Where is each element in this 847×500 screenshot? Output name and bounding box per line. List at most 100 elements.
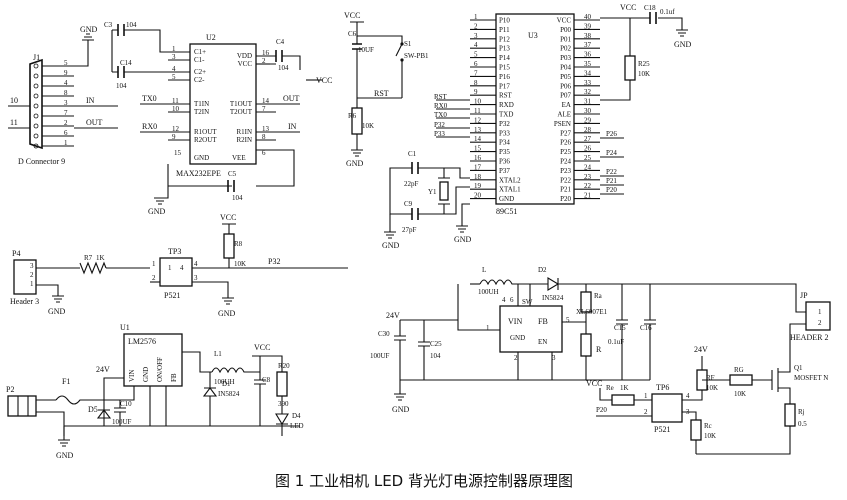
tp3-pin-number: 3 — [194, 274, 198, 282]
u1-pin-name: FB — [170, 373, 178, 382]
d4-value: LED — [290, 422, 304, 430]
u3-left-pin-name: P14 — [499, 54, 510, 62]
u3-right-pin-name: P27 — [560, 129, 571, 137]
ground-symbol — [394, 393, 406, 401]
boost-pin5: 5 — [566, 316, 570, 324]
u3-net-rst: RST — [434, 93, 448, 101]
u3-right-pin-name: P03 — [560, 54, 571, 62]
u3-net-p20: P20 — [606, 186, 617, 194]
j1-net-out: OUT — [86, 118, 103, 127]
capacitor-c3: C3 104 — [104, 21, 190, 72]
j1-pin-dot — [33, 123, 39, 129]
j1-pin-dot — [33, 73, 39, 79]
u3-left-pin-number: 8 — [474, 79, 478, 87]
u3-net-p24: P24 — [606, 149, 617, 157]
r25-ref: R25 — [638, 60, 650, 68]
j1-name: D Connector 9 — [18, 157, 65, 166]
u3-right-pin-name: P07 — [560, 92, 571, 100]
ground-symbol — [58, 439, 70, 447]
u1-pin-name: GND — [142, 367, 150, 382]
u3-left-pin-number: 12 — [474, 116, 482, 124]
u3-right-pin-number: 31 — [584, 98, 592, 106]
u3-ref: U3 — [528, 31, 538, 40]
u3-net-p22: P22 — [606, 168, 617, 176]
u2-left-pin-name: C2- — [194, 76, 205, 84]
f1-ref: F1 — [62, 377, 70, 386]
tp6-pin-number: 2 — [644, 408, 648, 416]
u3-left-pin-name: P15 — [499, 64, 510, 72]
c18-gnd: GND — [674, 40, 692, 49]
j1-pin-number: 3 — [64, 99, 68, 107]
u3-left-pin-name: P37 — [499, 167, 510, 175]
u2-left-pin-name: C1+ — [194, 48, 206, 56]
u3-net-rx0: RX0 — [434, 102, 448, 110]
u2-left-pin-name: T1IN — [194, 100, 209, 108]
u2-gnd-num: 15 — [174, 149, 182, 157]
rj-value: 0.5 — [798, 420, 807, 428]
u3-left-pin-name: P13 — [499, 45, 510, 53]
u1-24v: 24V — [96, 365, 110, 374]
u2-left-pin-number: 9 — [172, 133, 176, 141]
u2-right-pin-number: 7 — [262, 105, 266, 113]
u3-left-pin-name: XTAL1 — [499, 186, 521, 194]
u3-net-p32: P32 — [434, 121, 445, 129]
c3-value: 104 — [126, 21, 137, 29]
u3-right-pin-name: VCC — [557, 17, 572, 25]
u2-right-pin-name: R2IN — [236, 136, 252, 144]
j1-pin-number: 7 — [64, 109, 68, 117]
u3-left-pin-number: 9 — [474, 88, 478, 96]
u3-right-pin-name: P01 — [560, 35, 571, 43]
boost-pin2: 2 — [514, 354, 518, 362]
u3-left-pin-name: P16 — [499, 73, 510, 81]
jp-name: HEADER 2 — [790, 333, 828, 342]
c16-ref: C16 — [640, 324, 652, 332]
u3-left-pin-name: P32 — [499, 120, 510, 128]
r20-ref: R20 — [278, 362, 290, 370]
u3-right-pin-number: 36 — [584, 51, 592, 59]
re-value: 1K — [620, 384, 629, 392]
j1-ref: J1 — [33, 53, 40, 62]
u3-right-pin-number: 37 — [584, 41, 592, 49]
s1-ref: S1 — [404, 40, 412, 48]
u3-left-pin-name: TXD — [499, 111, 513, 119]
y1-ref: Y1 — [428, 188, 437, 196]
u3-left-pin-name: P11 — [499, 26, 510, 34]
u2-net-rx0: RX0 — [142, 122, 157, 131]
j1-net-10: 10 — [10, 96, 18, 105]
u1-gnd: GND — [56, 451, 74, 460]
rj-ref: Rj — [798, 408, 805, 416]
p4-pin-number: 1 — [30, 280, 34, 288]
u3-right-pin-name: PSEN — [554, 120, 571, 128]
u3-net-tx0: TX0 — [434, 111, 447, 119]
j1-pin-number: 6 — [64, 129, 68, 137]
c9-ref: C9 — [404, 200, 413, 208]
r6-ref: R6 — [348, 112, 357, 120]
u3-left-pin-name: RXD — [499, 101, 514, 109]
ground-symbol — [384, 231, 396, 239]
u2-left-pin-number: 10 — [172, 105, 180, 113]
u3-right-pin-name: P22 — [560, 176, 571, 184]
u2-net-tx0: TX0 — [142, 94, 157, 103]
c25-value: 104 — [430, 352, 441, 360]
u3-right-pin-number: 28 — [584, 126, 592, 134]
u1-ref: U1 — [120, 323, 130, 332]
boost-pin-fb: FB — [538, 317, 548, 326]
u2-right-pin-name: VDD — [237, 52, 252, 60]
r8-vcc: VCC — [220, 213, 236, 222]
u3-left-pin-number: 19 — [474, 182, 482, 190]
u3-left-pin-name: P12 — [499, 35, 510, 43]
j1-pin-dot — [33, 83, 39, 89]
u3-left-pin-number: 2 — [474, 22, 478, 30]
boost-pin-gnd: GND — [510, 334, 525, 342]
d1-ref: D1 — [222, 380, 231, 388]
ground-symbol — [154, 197, 166, 205]
c4-ref: C4 — [276, 38, 285, 46]
u3-left-pin-number: 13 — [474, 126, 482, 134]
j1-pin-number: 5 — [64, 59, 68, 67]
tp3-inner-pin: 1 — [168, 264, 172, 272]
c18-value: 0.1uf — [660, 8, 675, 16]
u3-vcc-net: VCC — [620, 3, 636, 12]
rg-value: 10K — [734, 390, 746, 398]
